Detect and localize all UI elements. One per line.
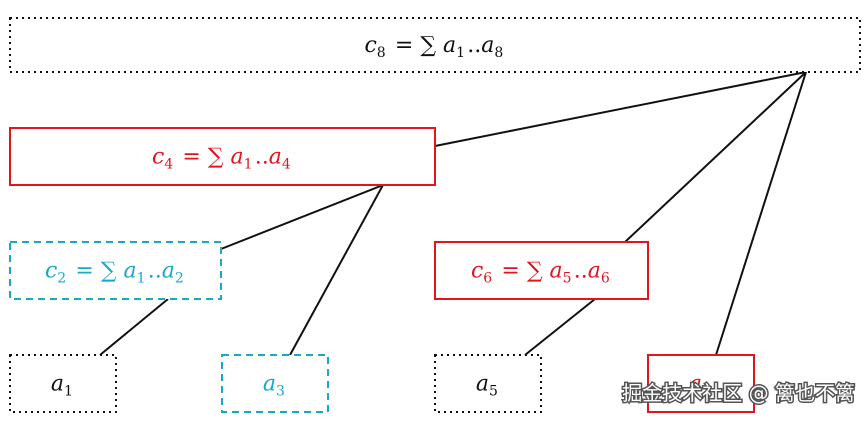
nodes-layer: c8 = ∑ a1 ..a8 c4 = ∑ a1 ..a4 c2 = ∑ a1 … <box>9 17 861 413</box>
node-a7-label: a7 <box>689 372 713 400</box>
edge-c4-a3 <box>289 184 384 356</box>
node-a1-box <box>9 354 117 413</box>
node-a1: a1 <box>9 354 117 413</box>
node-c6-box <box>434 241 649 300</box>
node-a3-label: a3 <box>263 372 287 400</box>
edge-c8-c4 <box>434 71 807 147</box>
node-c2: c2 = ∑ a1 ..a2 <box>9 241 222 300</box>
node-c6: c6 = ∑ a5 ..a6 <box>434 241 649 300</box>
watermark: 掘金技术社区 @ 篱也不篱 <box>622 381 855 405</box>
node-a3-box <box>221 354 329 413</box>
node-c4: c4 = ∑ a1 ..a4 <box>9 127 436 186</box>
node-a7-box <box>647 354 755 413</box>
node-c2-label: c2 = ∑ a1 ..a2 <box>45 259 186 287</box>
edge-c8-c6 <box>624 71 807 243</box>
edges-layer <box>99 71 807 356</box>
edge-c8-a7 <box>715 71 807 356</box>
node-c6-label: c6 = ∑ a5 ..a6 <box>471 259 612 287</box>
node-c8-box <box>9 17 861 73</box>
edge-c2-a1 <box>99 298 169 356</box>
node-a3: a3 <box>221 354 329 413</box>
node-a1-label: a1 <box>51 372 75 400</box>
node-c4-box <box>9 127 436 186</box>
node-c8: c8 = ∑ a1 ..a8 <box>9 17 861 73</box>
node-a5: a5 <box>434 354 542 413</box>
node-c4-label: c4 = ∑ a1 ..a4 <box>152 145 293 173</box>
node-a5-label: a5 <box>476 372 500 400</box>
node-c2-box <box>9 241 222 300</box>
node-a5-box <box>434 354 542 413</box>
node-a7: a7 <box>647 354 755 413</box>
node-c8-label: c8 = ∑ a1 ..a8 <box>364 33 505 61</box>
edge-c4-c2 <box>220 184 384 250</box>
edge-c6-a5 <box>524 298 596 356</box>
